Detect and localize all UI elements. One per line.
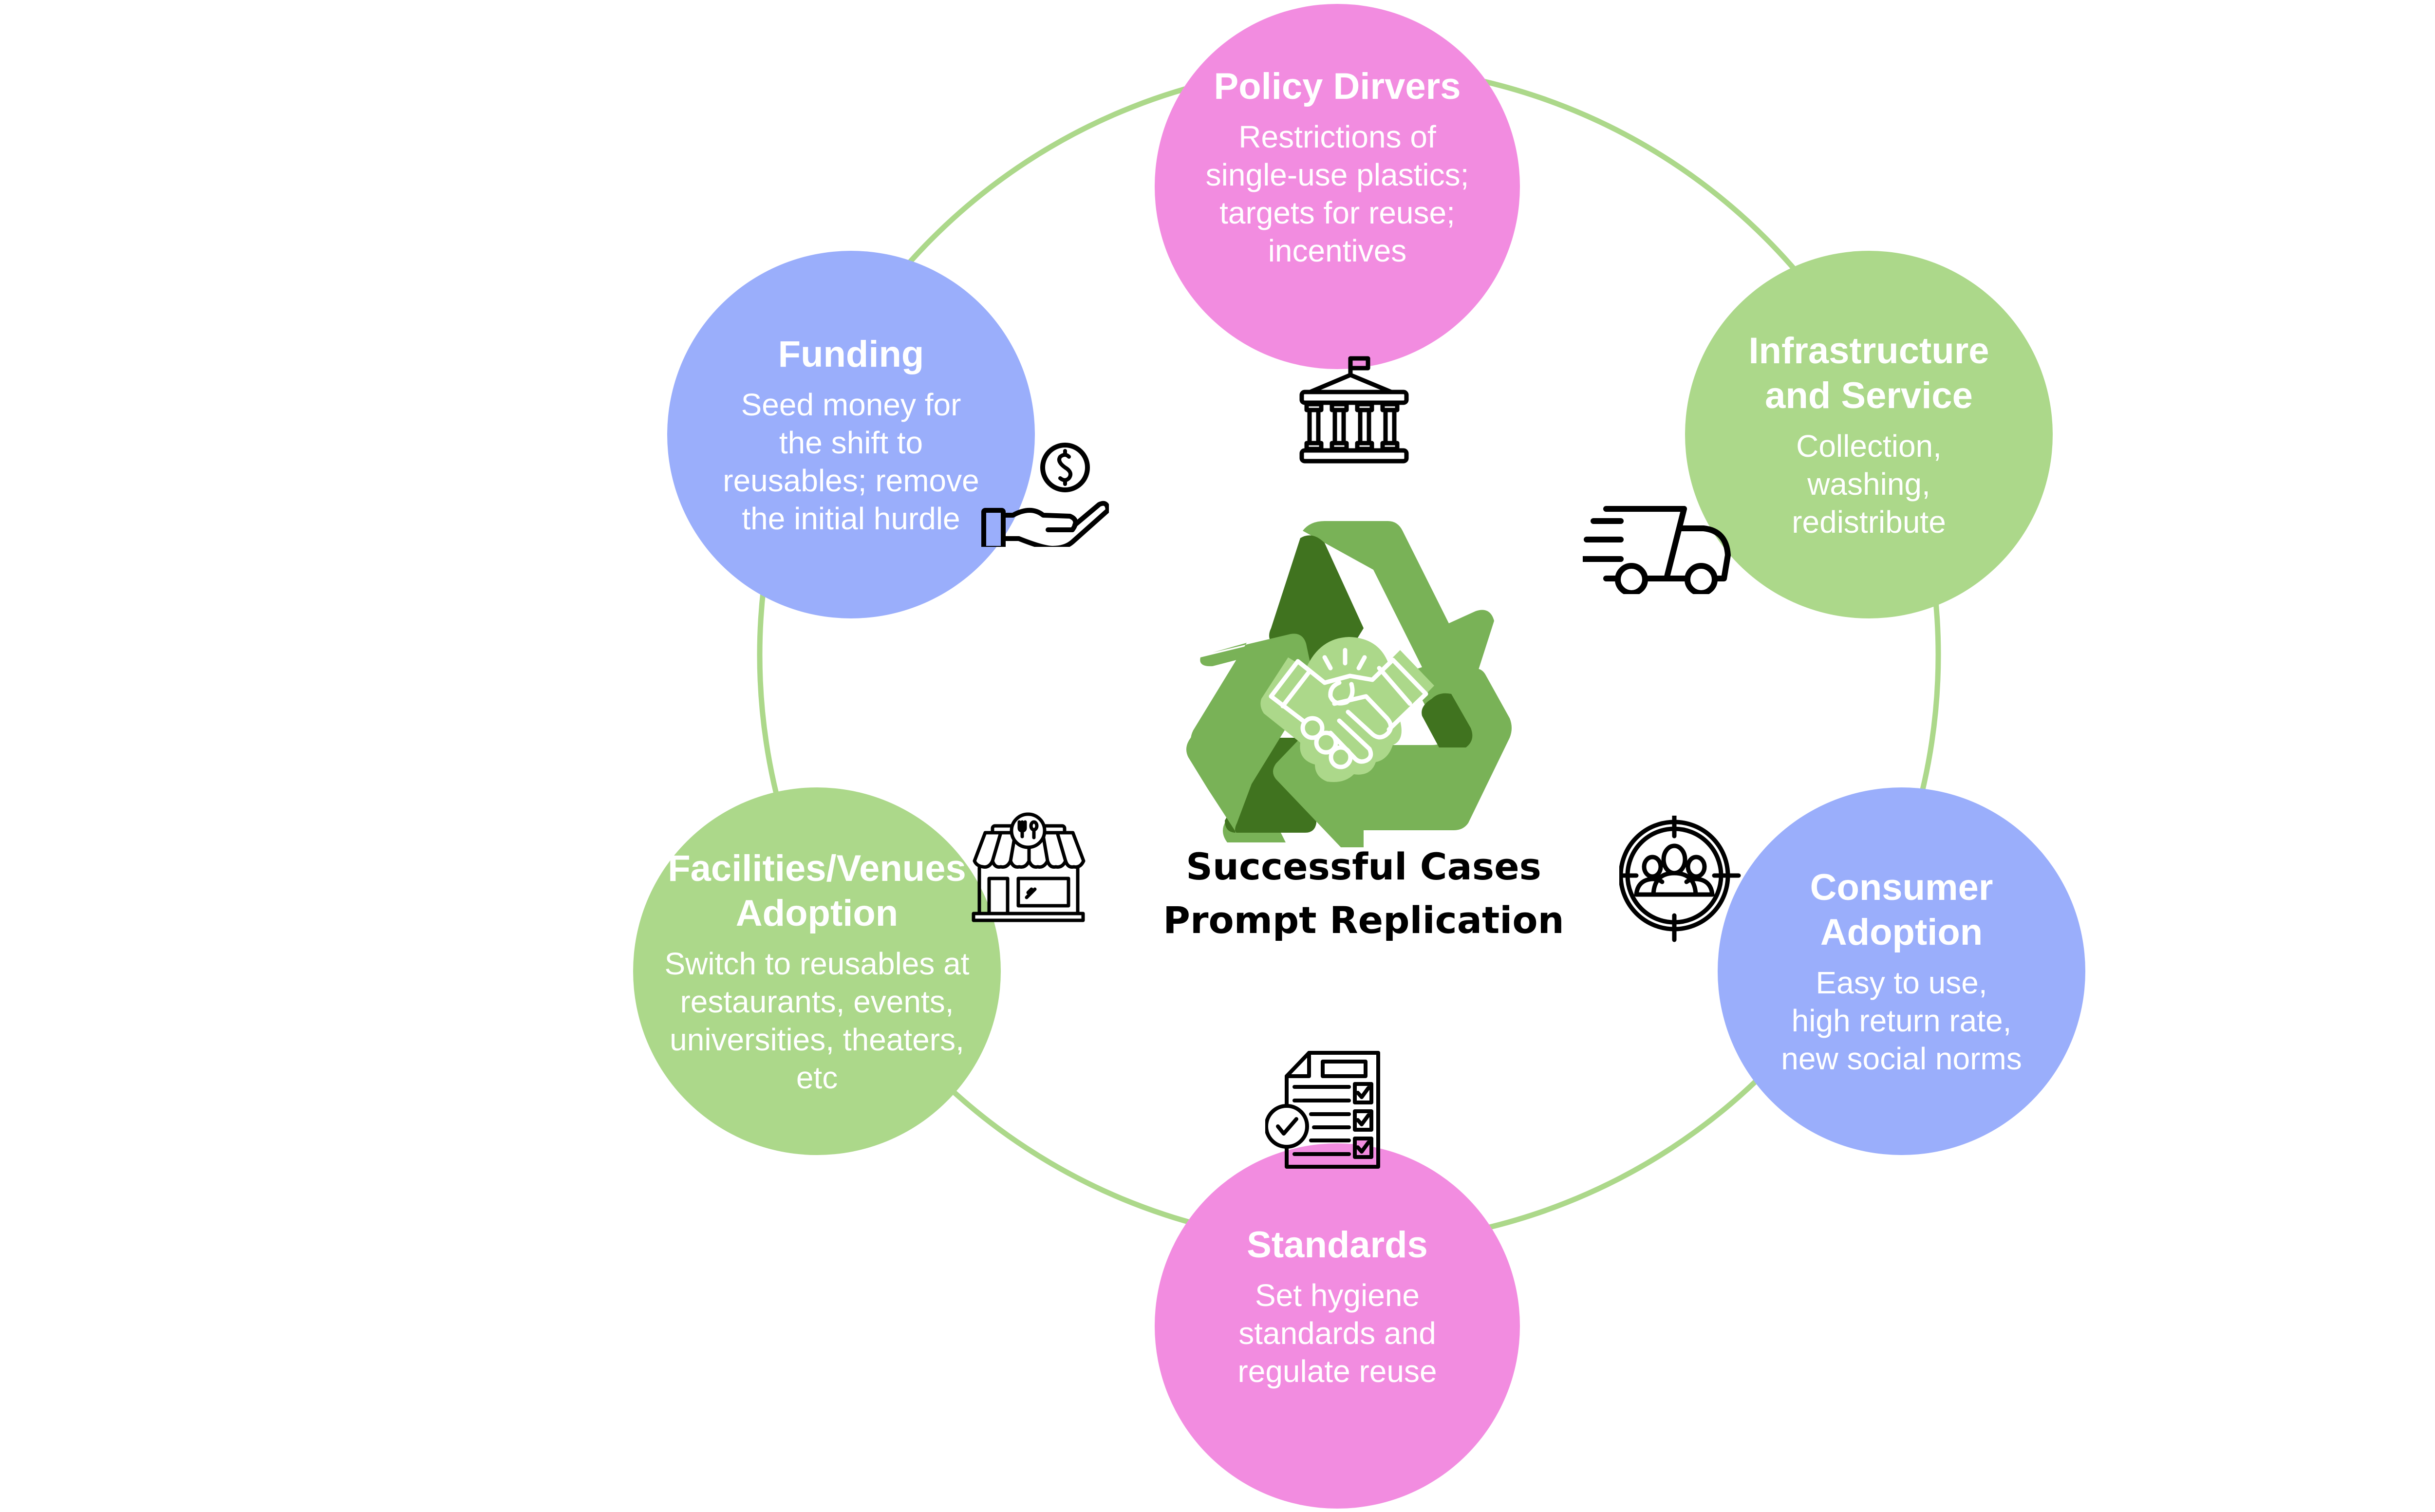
center-title-line1: Successful Cases	[1186, 845, 1541, 888]
recycle-handshake-icon	[1186, 521, 1512, 847]
node-title: Consumer Adoption	[1810, 866, 1993, 953]
node-body: Set hygiene standards and regulate reuse	[1237, 1278, 1437, 1389]
node-policy-drivers: Policy Dirvers Restrictions of single-us…	[1155, 4, 1520, 369]
checklist-document-icon	[1265, 1051, 1380, 1169]
handshake-badge	[1260, 637, 1434, 782]
node-infrastructure-service: Infrastructure and Service Collection, w…	[1685, 251, 2053, 618]
node-body: Switch to reusables at restaurants, even…	[664, 946, 970, 1095]
node-body: Collection, washing, redistribute	[1792, 428, 1946, 540]
node-title: Policy Dirvers	[1214, 66, 1461, 107]
node-title: Standards	[1247, 1224, 1428, 1266]
node-title: Infrastructure and Service	[1748, 330, 1989, 416]
hand-coin-icon	[981, 443, 1109, 547]
node-body: Easy to use, high return rate, new socia…	[1781, 965, 2022, 1076]
restaurant-shop-icon	[972, 812, 1086, 922]
node-funding: Funding Seed money for the shift to reus…	[667, 251, 1035, 618]
node-consumer-adoption: Consumer Adoption Easy to use, high retu…	[1718, 787, 2085, 1155]
node-body: Restrictions of single-use plastics; tar…	[1205, 119, 1469, 268]
node-standards: Standards Set hygiene standards and regu…	[1155, 1143, 1520, 1509]
target-audience-icon	[1619, 816, 1741, 942]
node-title: Facilities/Venues Adoption	[668, 847, 966, 934]
node-body: Seed money for the shift to reusables; r…	[723, 387, 979, 536]
delivery-truck-icon	[1583, 506, 1731, 594]
center-title-line2: Prompt Replication	[1163, 898, 1564, 942]
government-building-icon	[1299, 356, 1409, 464]
node-facilities-venues-adoption: Facilities/Venues Adoption Switch to reu…	[633, 787, 1001, 1155]
recycle-arrow-right	[1273, 669, 1512, 847]
center-title: Successful Cases Prompt Replication	[1120, 840, 1607, 947]
node-title: Funding	[778, 333, 924, 375]
